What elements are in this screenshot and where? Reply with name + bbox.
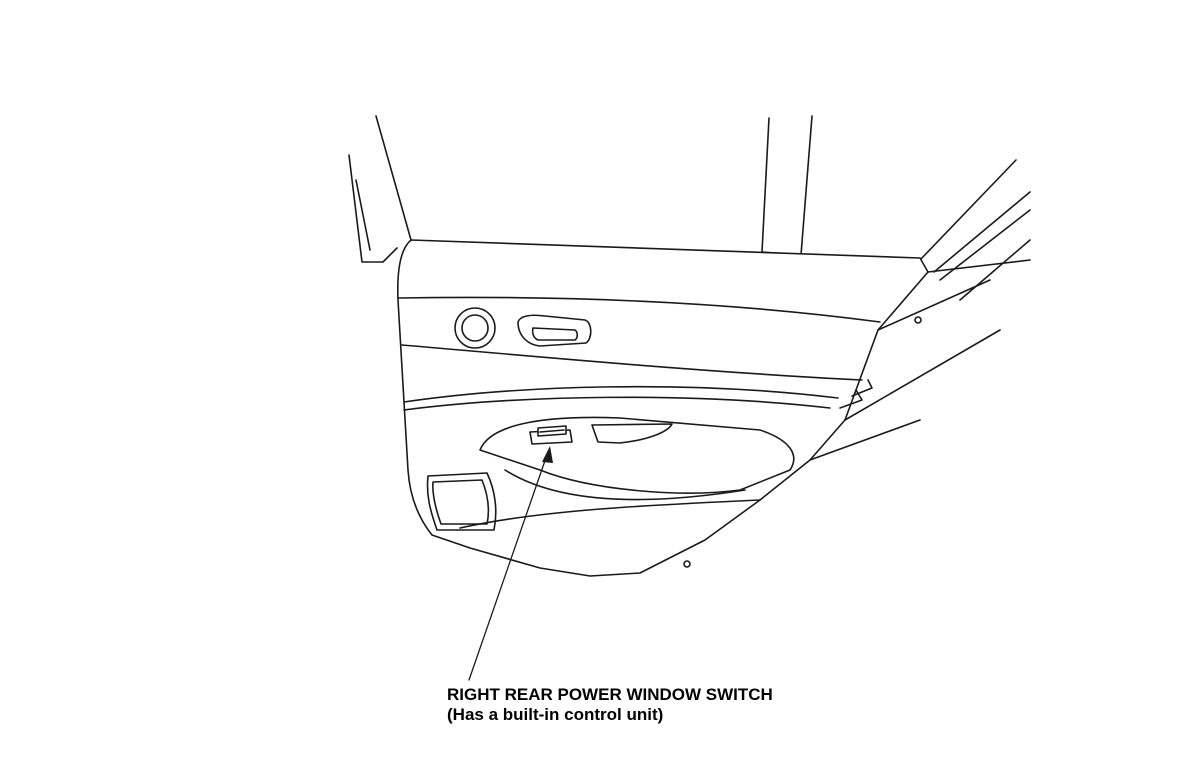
trim-panel [396, 239, 1031, 577]
callout-arrowhead [542, 446, 553, 463]
trim-clip [914, 316, 922, 324]
inner-door-handle [517, 314, 592, 347]
pull-handle [591, 423, 673, 444]
front-pillar [348, 115, 412, 263]
callout-label: RIGHT REAR POWER WINDOW SWITCH (Has a bu… [447, 685, 773, 725]
callout-leader-line [468, 451, 549, 681]
speaker-grille [426, 472, 497, 531]
panel-top-edge [397, 296, 881, 323]
panel-bottom-crease [459, 499, 761, 529]
callout-subtitle: (Has a built-in control unit) [447, 705, 664, 724]
panel-upper-crease [401, 344, 863, 381]
center-pillar [761, 115, 813, 256]
latch-bracket [839, 379, 873, 409]
pocket-lower-line [504, 469, 746, 501]
armrest-lower-line [403, 396, 831, 411]
rear-edge-seal [809, 259, 1031, 461]
armrest-upper-line [403, 385, 839, 403]
trim-clip [683, 560, 691, 568]
power-window-switch-icon [529, 425, 573, 445]
panel-outline [396, 239, 929, 577]
rear-window-frame [919, 159, 1031, 301]
pocket-outline [479, 416, 795, 494]
lock-knob [454, 307, 496, 349]
callout-title: RIGHT REAR POWER WINDOW SWITCH [447, 685, 773, 704]
